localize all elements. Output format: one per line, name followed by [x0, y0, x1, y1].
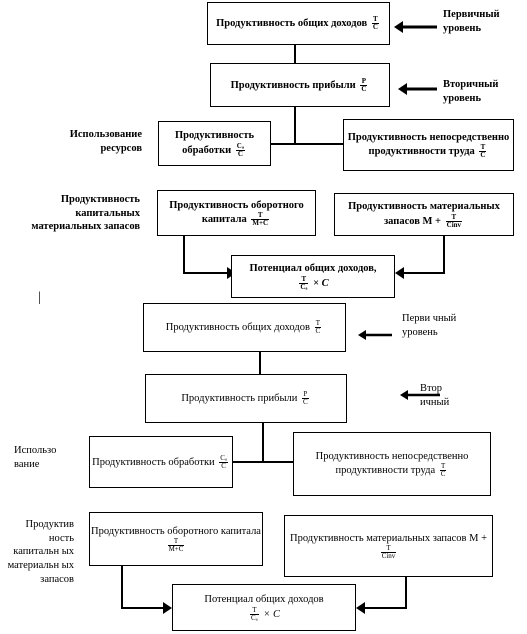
connector-line	[233, 461, 293, 463]
box-text: Продуктивность прибыли	[181, 392, 298, 404]
box-text: Потенциал общих доходов	[204, 594, 324, 606]
box-text: Продуктивность прибыли	[230, 79, 356, 91]
connector-line	[262, 423, 264, 463]
separator-mark: |	[38, 290, 41, 305]
box-text: Продуктивность материальных запасов M +	[348, 201, 500, 227]
box-text: Продуктивность непосредственно продуктив…	[315, 450, 469, 476]
arrow-head	[398, 83, 407, 95]
arrow-head	[356, 602, 365, 614]
connector-line	[183, 236, 185, 272]
label-capital-stocks: Продуктив ность капитальн ых материальн …	[7, 519, 74, 585]
label-secondary-level: Втор ичный	[420, 383, 450, 408]
box-text: Продуктивность общих доходов	[165, 321, 310, 333]
label-primary-level: Первичный уровень	[443, 9, 500, 34]
formula-suffix: × C	[263, 608, 280, 620]
connector-line	[404, 272, 445, 274]
arrow-head	[358, 330, 366, 340]
box-text: Продуктивность общих доходов	[216, 17, 368, 29]
arrow-head	[400, 390, 408, 400]
label-resources: Использование ресурсов	[69, 129, 142, 154]
connector-line	[183, 272, 227, 274]
connector-line	[271, 143, 343, 145]
box-text: Продуктивность обработки	[174, 130, 255, 156]
connector-line	[443, 236, 445, 274]
label-resources: Использо вание	[14, 445, 57, 470]
connector-line	[365, 607, 407, 609]
arrow-head	[395, 267, 404, 279]
connector-line	[405, 577, 407, 608]
formula-suffix: × C	[313, 277, 329, 289]
box-text: Потенциал общих доходов,	[249, 263, 377, 275]
arrow-head	[394, 21, 403, 33]
arrow-head	[163, 602, 172, 614]
connector-line	[121, 566, 123, 608]
box-text: Продуктивность оборотного капитала	[91, 525, 261, 537]
box-direct-labor: Продуктивность непосредственно продуктив…	[343, 119, 514, 171]
box-text: Продуктивность оборотного капитала	[169, 199, 304, 225]
connector-line	[294, 45, 296, 63]
connector-line	[294, 107, 296, 145]
box-text: Продуктивность непосредственно продуктив…	[347, 131, 510, 157]
box-direct-labor: Продуктивность непосредственно продуктив…	[293, 432, 491, 496]
label-primary-level: Перви чный уровень	[402, 313, 457, 338]
box-material-stocks: Продуктивность материальных запасов M + …	[334, 193, 514, 236]
box-material-stocks: Продуктивность материальных запасов M + …	[284, 515, 493, 577]
connector-line	[259, 352, 261, 374]
label-secondary-level: Вторичный уровень	[443, 79, 499, 104]
box-text: Продуктивность материальных запасов M +	[289, 532, 488, 544]
connector-line	[121, 607, 163, 609]
label-capital-stocks: Продуктивность капитальных материальных …	[31, 194, 140, 233]
box-text: Продуктивность обработки	[92, 456, 215, 468]
